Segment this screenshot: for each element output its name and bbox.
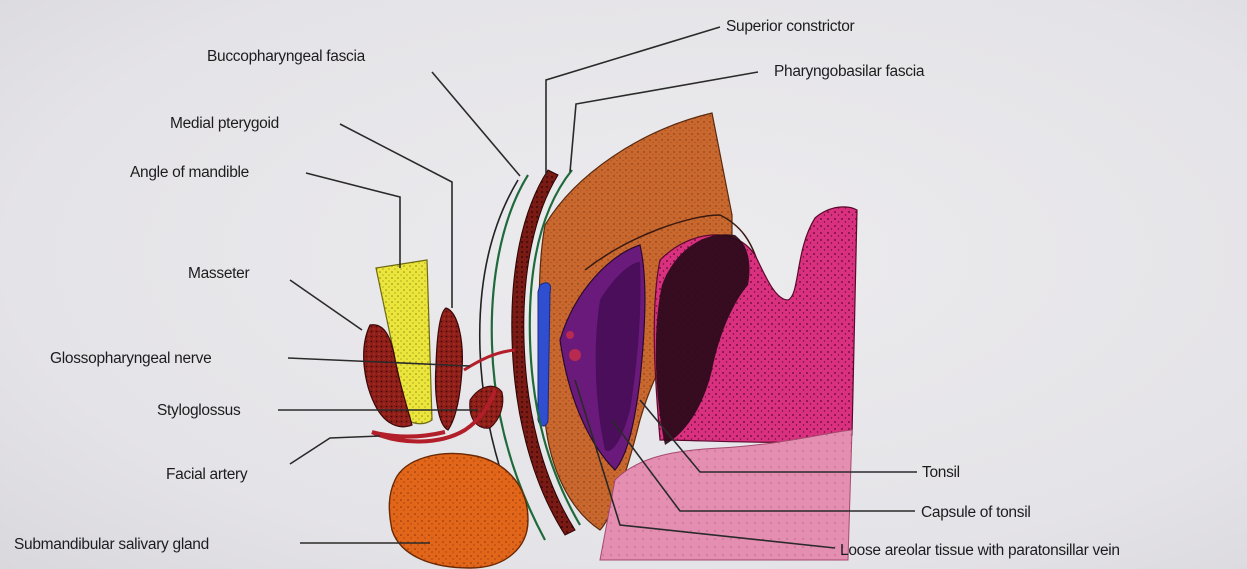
label-facial-artery: Facial artery — [166, 466, 248, 483]
mucosa-lower — [600, 430, 852, 560]
label-capsule-of-tonsil: Capsule of tonsil — [921, 504, 1031, 521]
label-masseter: Masseter — [188, 265, 249, 282]
label-buccopharyngeal-fascia: Buccopharyngeal fascia — [207, 48, 366, 65]
label-medial-pterygoid: Medial pterygoid — [170, 115, 279, 132]
label-loose-areolar-tissue: Loose areolar tissue with paratonsillar … — [840, 542, 1120, 559]
leader-angle-of-mandible — [306, 173, 400, 268]
glossopharyngeal-nerve-line — [464, 350, 515, 370]
label-submandibular-gland: Submandibular salivary gland — [14, 536, 209, 553]
label-styloglossus: Styloglossus — [157, 402, 241, 419]
paratonsillar-vein-patch — [569, 349, 581, 361]
label-glossopharyngeal-nerve: Glossopharyngeal nerve — [50, 350, 211, 367]
medial-pterygoid-shape — [436, 308, 463, 430]
label-tonsil: Tonsil — [922, 464, 960, 481]
leader-facial-artery — [290, 436, 380, 464]
submandibular-gland-shape — [389, 454, 528, 568]
paratonsillar-vein-patch-2 — [566, 331, 574, 339]
leader-buccopharyngeal-fascia — [432, 72, 520, 176]
paratonsillar-vein — [538, 283, 551, 426]
leader-masseter — [290, 280, 362, 330]
label-superior-constrictor: Superior constrictor — [726, 18, 855, 35]
label-angle-of-mandible: Angle of mandible — [130, 164, 249, 181]
label-pharyngobasilar-fascia: Pharyngobasilar fascia — [774, 63, 925, 80]
